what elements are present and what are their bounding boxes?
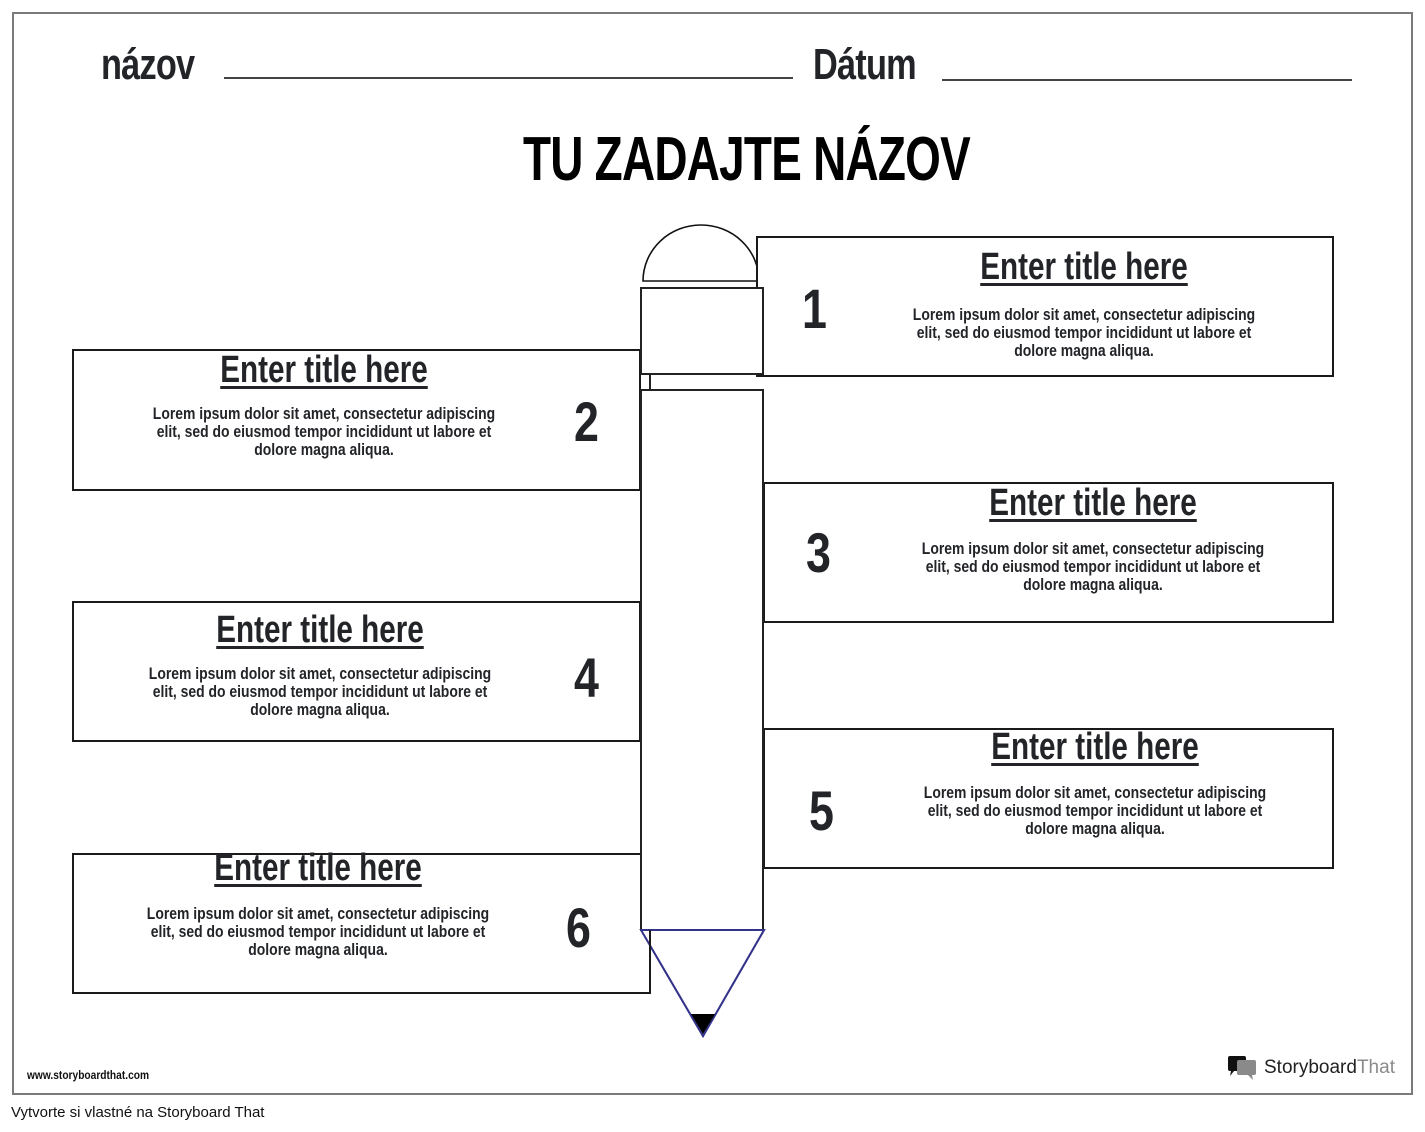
step-body[interactable]: Lorem ipsum dolor sit amet, consectetur …: [923, 783, 1267, 838]
step-box-2[interactable]: Enter title here Lorem ipsum dolor sit a…: [72, 349, 641, 491]
step-body[interactable]: Lorem ipsum dolor sit amet, consectetur …: [148, 664, 492, 719]
step-title[interactable]: Enter title here: [216, 609, 424, 651]
speech-bubbles-icon: [1228, 1056, 1256, 1080]
step-body[interactable]: Lorem ipsum dolor sit amet, consectetur …: [146, 904, 490, 959]
step-number: 3: [806, 521, 831, 584]
step-body[interactable]: Lorem ipsum dolor sit amet, consectetur …: [912, 305, 1256, 360]
step-number: 1: [802, 277, 827, 340]
name-label: názov: [101, 40, 195, 89]
step-box-4[interactable]: Enter title here Lorem ipsum dolor sit a…: [72, 601, 641, 742]
step-box-1[interactable]: 1 Enter title here Lorem ipsum dolor sit…: [756, 236, 1334, 377]
step-box-3[interactable]: 3 Enter title here Lorem ipsum dolor sit…: [763, 482, 1334, 623]
step-title[interactable]: Enter title here: [989, 482, 1197, 524]
logo-text: StoryboardThat: [1264, 1057, 1395, 1078]
step-number: 6: [566, 896, 591, 959]
name-input-line[interactable]: [224, 77, 793, 79]
step-title[interactable]: Enter title here: [214, 847, 422, 889]
storyboardthat-logo: StoryboardThat: [1226, 1055, 1395, 1081]
website-watermark: www.storyboardthat.com: [27, 1068, 150, 1082]
date-label: Dátum: [813, 40, 917, 89]
step-box-5[interactable]: 5 Enter title here Lorem ipsum dolor sit…: [763, 726, 1334, 869]
step-body[interactable]: Lorem ipsum dolor sit amet, consectetur …: [152, 404, 496, 459]
step-title[interactable]: Enter title here: [220, 349, 428, 391]
step-title[interactable]: Enter title here: [980, 246, 1188, 288]
step-number: 4: [574, 646, 599, 709]
step-number: 5: [809, 779, 834, 842]
step-number: 2: [574, 390, 599, 453]
date-input-line[interactable]: [942, 79, 1352, 81]
step-box-6[interactable]: Enter title here Lorem ipsum dolor sit a…: [72, 847, 651, 994]
page-title[interactable]: TU ZADAJTE NÁZOV: [523, 125, 971, 194]
create-your-own-link[interactable]: Vytvorte si vlastné na Storyboard That: [11, 1104, 265, 1121]
step-body[interactable]: Lorem ipsum dolor sit amet, consectetur …: [921, 539, 1265, 594]
step-title[interactable]: Enter title here: [991, 726, 1199, 768]
